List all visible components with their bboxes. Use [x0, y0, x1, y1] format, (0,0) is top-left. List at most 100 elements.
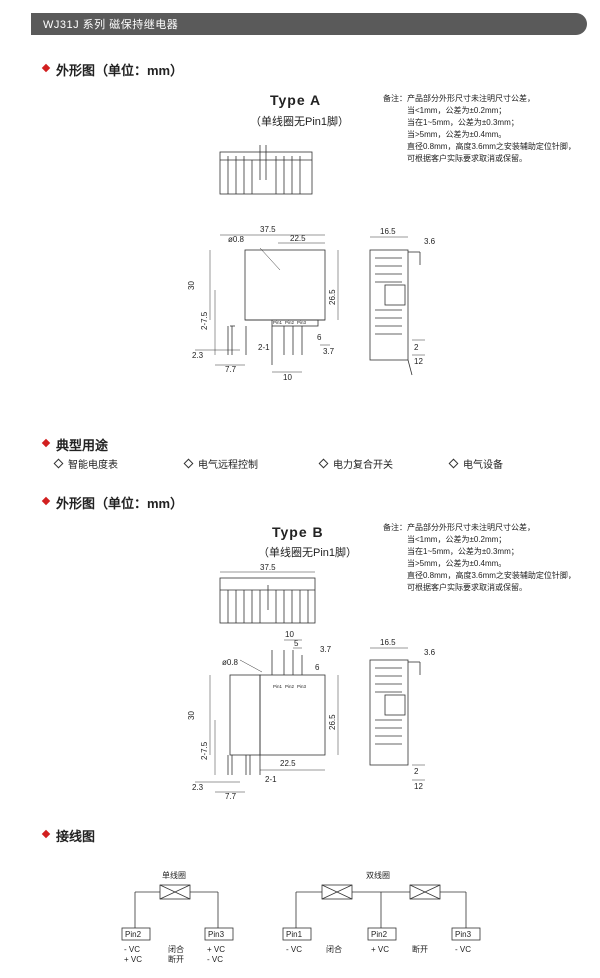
pin-label: Pin2	[285, 684, 295, 689]
dim-pin-offset: 22.5	[290, 234, 306, 243]
pin3-box	[204, 927, 234, 941]
state: 断开	[168, 954, 184, 964]
use-item: 智能电度表	[53, 456, 185, 471]
diamond-icon	[53, 458, 64, 469]
dim-pin-d: 2.3	[192, 351, 204, 360]
double-coil-label: 双线圈	[366, 870, 390, 880]
type-a-title: Type A	[270, 92, 322, 108]
dim-pin-s5: 5	[294, 639, 299, 648]
note-line: 当>5mm，公差为±0.4mm。	[407, 559, 507, 568]
dim-side-b: 12	[414, 782, 423, 791]
state: 断开	[412, 944, 428, 954]
pin-label: Pin2	[125, 930, 142, 939]
pin-label: Pin1	[286, 930, 303, 939]
side-view-body	[369, 249, 409, 361]
note-line: 可根据客户实际要求取消或保留。	[407, 583, 527, 592]
dim-pin-pitch: 2-7.5	[200, 741, 209, 760]
dim-side-a: 2	[414, 343, 419, 352]
header-bar	[31, 13, 587, 35]
polarity: - VC	[455, 945, 471, 954]
front-view-body	[244, 249, 326, 321]
dim-pin-pitch: 2-7.5	[200, 311, 209, 330]
dim-pin-len: 6	[315, 663, 320, 672]
section-b-notes: 备注：产品部分外形尺寸未注明尺寸公差， 当<1mm，公差为±0.2mm； 当在1…	[383, 522, 576, 594]
top-view-body	[219, 577, 316, 624]
type-b-title: Type B	[272, 524, 324, 540]
dim-body-height: 26.5	[328, 289, 337, 305]
dim-pin-w: 3.7	[323, 347, 335, 356]
use-item: 电气设备	[448, 456, 570, 471]
dim-side-pin: 3.6	[424, 237, 436, 246]
drawing-type-b: 37.5 10 5 3.7 6 ø0.8 30 2-7.5 26.5 22.5 …	[187, 563, 436, 800]
type-a-subtitle: （单线圈无Pin1脚）	[250, 116, 350, 128]
section-a-notes: 备注：产品部分外形尺寸未注明尺寸公差， 当<1mm，公差为±0.2mm； 当在1…	[383, 93, 576, 165]
dim-body-height: 26.5	[328, 714, 337, 730]
state: 闭合	[168, 944, 184, 954]
polarity: - VC	[207, 955, 223, 964]
front-view-pins	[227, 755, 261, 775]
pin-label: Pin3	[297, 320, 307, 325]
diamond-icon	[448, 458, 459, 469]
pin-label: Pin2	[285, 320, 295, 325]
pin3-box	[451, 927, 481, 941]
section-a-title: 外形图（单位：mm）	[56, 63, 184, 78]
section-b-title: 外形图（单位：mm）	[56, 496, 184, 511]
diamond-icon	[183, 458, 194, 469]
note-line: 当<1mm，公差为±0.2mm；	[407, 106, 507, 115]
pin1-box	[282, 927, 312, 941]
dim-hole: ø0.8	[228, 235, 245, 244]
pin-label: Pin3	[455, 930, 472, 939]
note-line: 直径0.8mm，高度3.6mm之安装辅助定位针脚，	[407, 142, 576, 151]
dim-width: 37.5	[260, 225, 276, 234]
dim-pin-c: 2-1	[258, 343, 270, 352]
pin-label: Pin3	[208, 930, 225, 939]
uses-title: 典型用途	[56, 438, 109, 453]
dim-pin-s: 7.7	[225, 365, 237, 374]
polarity: + VC	[207, 945, 225, 954]
single-coil-label: 单线圈	[162, 870, 186, 880]
note-line: 当在1~5mm，公差为±0.3mm；	[407, 118, 519, 127]
use-item: 电气远程控制	[183, 456, 320, 471]
top-view-fins	[220, 145, 312, 194]
dim-side-a: 2	[414, 767, 419, 776]
side-view-body	[369, 659, 409, 766]
dim-pin-offset: 22.5	[280, 759, 296, 768]
dim-height: 30	[187, 281, 196, 290]
top-view-fins	[220, 585, 315, 623]
note-line: 当在1~5mm，公差为±0.3mm；	[407, 547, 519, 556]
dim-side-pin: 3.6	[424, 648, 436, 657]
type-b-subtitle: （单线圈无Pin1脚）	[258, 547, 358, 559]
dim-pin-g: 10	[285, 630, 294, 639]
pin-label: Pin1	[273, 320, 283, 325]
note-line: 当<1mm，公差为±0.2mm；	[407, 535, 507, 544]
dim-height: 30	[187, 711, 196, 720]
state: 闭合	[326, 944, 342, 954]
pin-label: Pin1	[273, 684, 283, 689]
note-line: 备注：产品部分外形尺寸未注明尺寸公差，	[383, 94, 535, 103]
side-view-fins	[375, 257, 406, 335]
side-view-fins	[375, 667, 406, 745]
note-line: 备注：产品部分外形尺寸未注明尺寸公差，	[383, 523, 535, 532]
section-bullet	[41, 829, 51, 839]
header-title: WJ31J 系列 磁保持继电器	[43, 19, 179, 31]
note-line: 直径0.8mm，高度3.6mm之安装辅助定位针脚，	[407, 571, 576, 580]
polarity: - VC	[124, 945, 140, 954]
section-bullet	[41, 63, 51, 73]
wiring-diagram: 单线圈 Pin2 Pin3 - VC + VC + VC - VC 闭合 断开 …	[121, 870, 481, 964]
pin2-box	[121, 927, 151, 941]
dim-hole: ø0.8	[222, 658, 239, 667]
dim-pin-c: 2-1	[265, 775, 277, 784]
dim-width: 37.5	[260, 563, 276, 572]
note-line: 当>5mm，公差为±0.4mm。	[407, 130, 507, 139]
drawing-type-a: 37.5 22.5 ø0.8 30 2-7.5 26.5 6 3.7 2.3 2…	[187, 145, 436, 382]
dim-pin-w: 3.7	[320, 645, 332, 654]
wiring-title: 接线图	[56, 829, 96, 844]
dim-side-w: 16.5	[380, 638, 396, 647]
dim-pin-g: 10	[283, 373, 292, 382]
use-item: 电力复合开关	[318, 456, 450, 471]
section-bullet	[41, 496, 51, 506]
uses-list: 智能电度表 电气远程控制 电力复合开关 电气设备	[53, 456, 575, 471]
pin2-box	[367, 927, 397, 941]
polarity: + VC	[371, 945, 389, 954]
dim-side-b: 12	[414, 357, 423, 366]
